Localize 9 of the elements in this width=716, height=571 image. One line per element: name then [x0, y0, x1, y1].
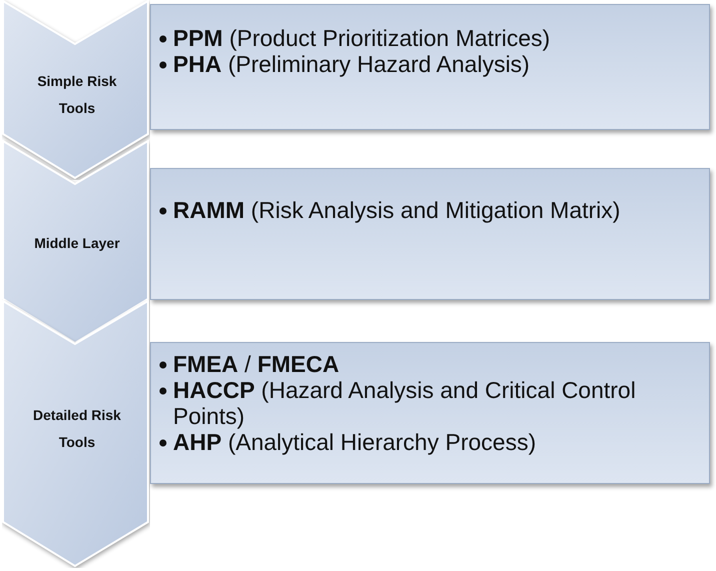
stage-label: Detailed Risk Tools	[32, 406, 122, 452]
bullet-item: RAMM (Risk Analysis and Mitigation Matrix)	[151, 197, 709, 223]
bullet-item: AHP (Analytical Hierarchy Process)	[151, 429, 709, 455]
stage-label: Middle Layer	[33, 234, 121, 253]
stage-label: Simple Risk Tools	[36, 72, 118, 118]
bullet-item: PHA (Preliminary Hazard Analysis)	[151, 51, 709, 77]
bullet-item: FMEA / FMECA	[151, 351, 709, 377]
bullet-item: PPM (Product Prioritization Matrices)	[151, 25, 709, 51]
bullet-item: HACCP (Hazard Analysis and Critical Control Points)	[151, 377, 709, 429]
